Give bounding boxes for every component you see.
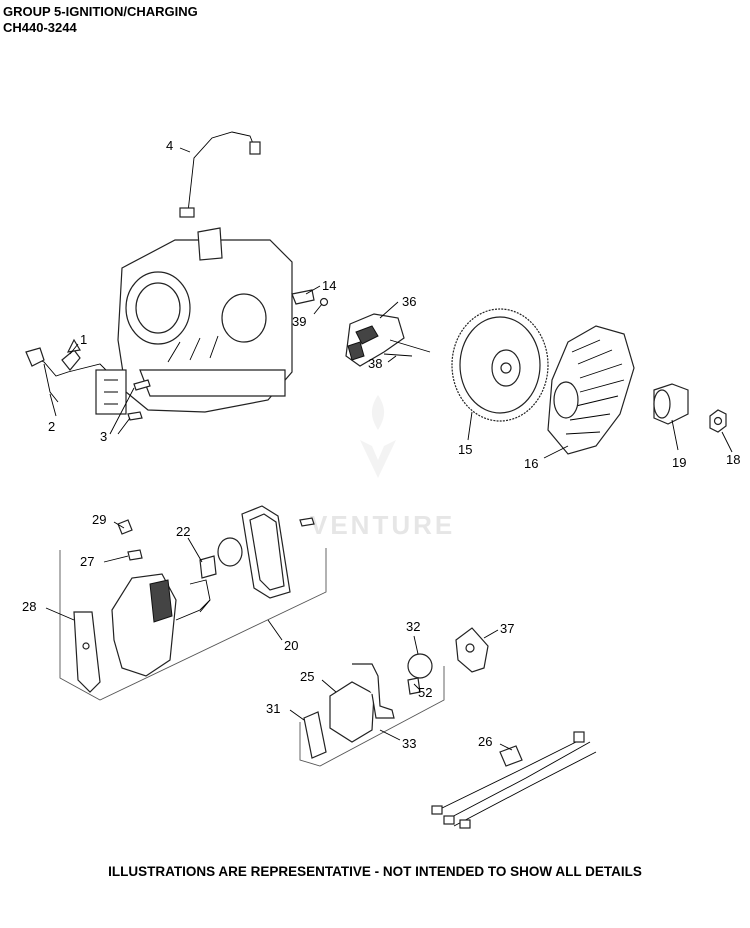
callout-4: 4: [166, 138, 173, 153]
wire-bracket: [291, 289, 315, 305]
control-box: [111, 573, 211, 677]
switch-plate: [303, 711, 327, 759]
lead-wire: [179, 131, 261, 218]
mounting-screws: [127, 379, 151, 421]
cooling-fan: [547, 325, 635, 455]
callout-15: 15: [458, 442, 472, 457]
key-switch: [407, 653, 433, 695]
group-outline-20: [59, 548, 327, 701]
callout-28: 28: [22, 599, 36, 614]
callout-39: 39: [292, 314, 306, 329]
stator-screw: [383, 353, 413, 357]
ignition-module: [25, 347, 127, 415]
switch-bracket: [455, 627, 489, 673]
callout-1: 1: [80, 332, 87, 347]
callout-16: 16: [524, 456, 538, 471]
switch-box: [329, 663, 395, 743]
callout-25: 25: [300, 669, 314, 684]
callout-32: 32: [406, 619, 420, 634]
callout-36: 36: [402, 294, 416, 309]
callout-31: 31: [266, 701, 280, 716]
callout-20: 20: [284, 638, 298, 653]
engine-block: [117, 227, 293, 413]
callout-labels: 4 1 2 3 14 39 36 38 15 16 19 18 29 27 28…: [22, 138, 740, 751]
bracket-screw: [319, 297, 329, 307]
callout-52: 52: [418, 685, 432, 700]
watermark-text: VENTURE: [310, 510, 455, 540]
callout-38: 38: [368, 356, 382, 371]
control-box-cover: [241, 505, 291, 599]
callout-33: 33: [402, 736, 416, 751]
callout-37: 37: [500, 621, 514, 636]
clip: [127, 549, 143, 561]
callout-19: 19: [672, 455, 686, 470]
callout-27: 27: [80, 554, 94, 569]
fuse: [117, 519, 133, 535]
page-title: GROUP 5-IGNITION/CHARGING: [3, 4, 198, 19]
cover-screw: [299, 517, 315, 527]
leader-lines: [45, 147, 733, 751]
ignition-switch: [189, 537, 243, 613]
callout-3: 3: [100, 429, 107, 444]
callout-29: 29: [92, 512, 106, 527]
footer-disclaimer: ILLUSTRATIONS ARE REPRESENTATIVE - NOT I…: [108, 864, 642, 879]
stator: [345, 313, 431, 367]
flywheel-nut: [709, 409, 727, 433]
watermark-logo: [360, 395, 396, 478]
control-box-gasket: [73, 611, 101, 693]
callout-2: 2: [48, 419, 55, 434]
model-number: CH440-3244: [3, 20, 77, 35]
flywheel: [451, 308, 549, 422]
callout-26: 26: [478, 734, 492, 749]
callout-22: 22: [176, 524, 190, 539]
wiring-harness: [431, 731, 597, 829]
fan-retainer: [653, 383, 689, 425]
group-outline-33: [299, 666, 445, 767]
callout-18: 18: [726, 452, 740, 467]
callout-14: 14: [322, 278, 336, 293]
